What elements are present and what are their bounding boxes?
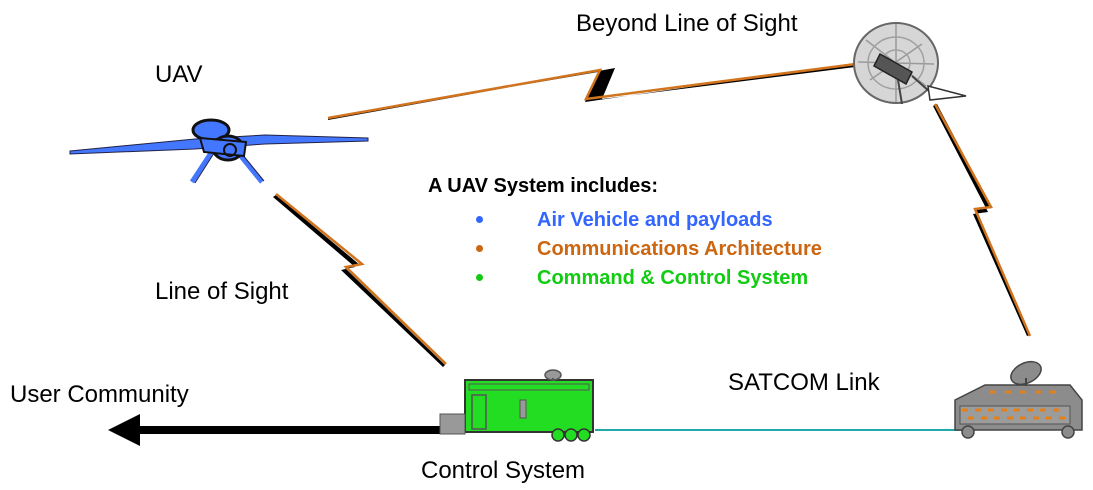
uav-icon [69,118,369,184]
air-vehicle-item: Air Vehicle and payloads [537,208,773,231]
list-item: Air Vehicle and payloads [428,205,822,234]
command-control-item: Command & Control System [537,266,809,289]
user-community-arrow [108,414,441,446]
system-includes-list: A UAV System includes: Air Vehicle and p… [428,176,822,292]
control-system-label: Control System [421,457,586,484]
communications-item: Communications Architecture [537,237,822,260]
bullet-icon [476,274,483,281]
list-item: Command & Control System [428,263,822,292]
satcom-vehicle-icon [954,360,1083,439]
control-system-trailer-icon [439,369,594,442]
los-link [273,193,447,367]
system-includes-heading: A UAV System includes: [428,175,659,197]
satcom-downlink [933,103,1032,337]
satellite-icon [853,22,967,105]
bullet-icon [476,216,483,223]
bullet-icon [476,245,483,252]
beyond-line-of-sight-label: Beyond Line of Sight [576,10,798,37]
uav-label: UAV [155,61,203,88]
user-community-label: User Community [10,381,189,408]
satcom-link-label: SATCOM Link [728,369,880,396]
blos-link [327,62,857,120]
line-of-sight-label: Line of Sight [155,278,289,305]
list-item: Communications Architecture [428,234,822,263]
